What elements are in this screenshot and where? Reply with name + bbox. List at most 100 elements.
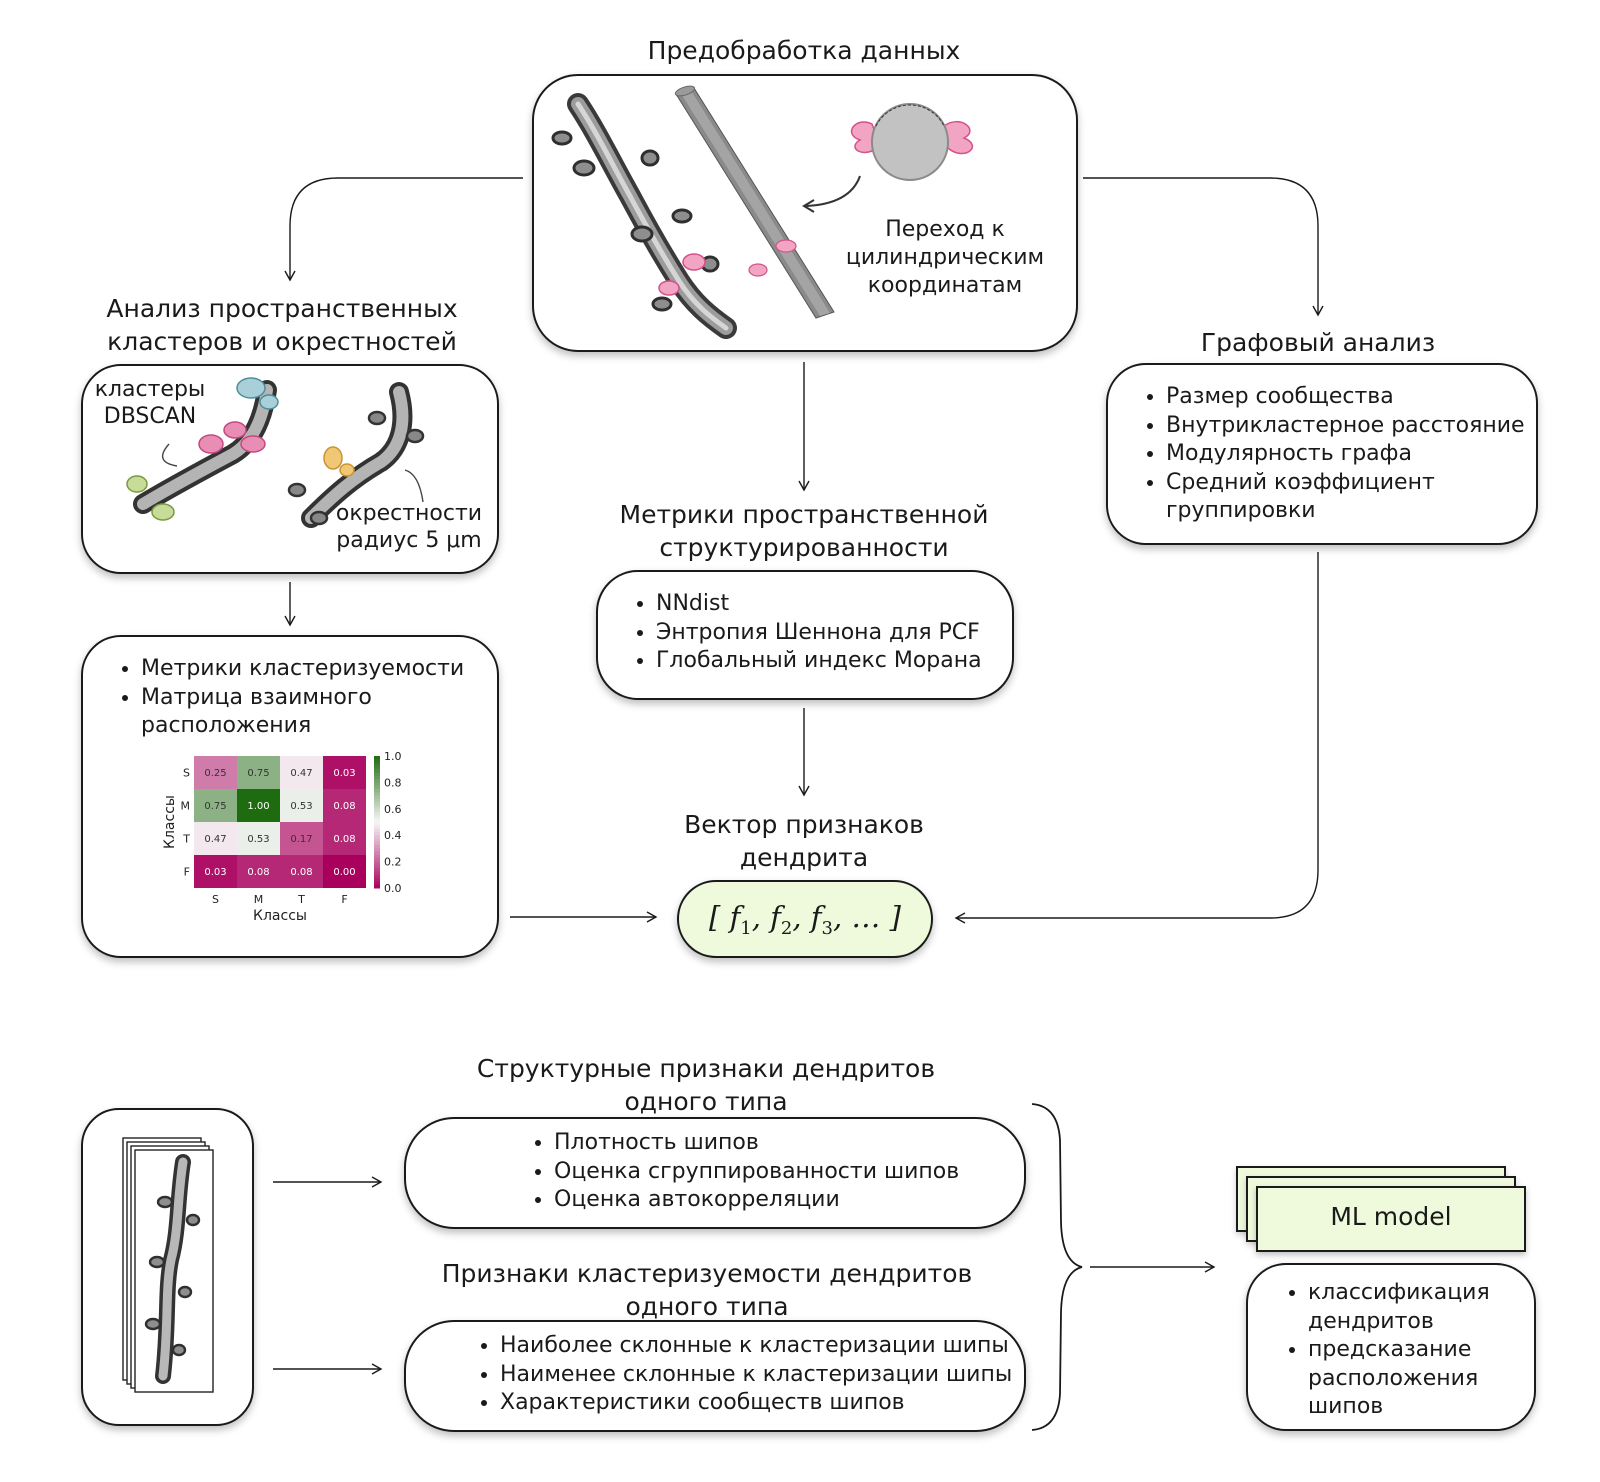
list-item: Энтропия Шеннона для PCF — [656, 619, 1012, 648]
x-tick-label: M — [254, 893, 264, 906]
y-tick-label: S — [183, 767, 190, 780]
neighborhood-label: окрестности радиус 5 μm — [335, 501, 483, 553]
colorbar-segment — [374, 828, 380, 833]
heatmap-cell — [280, 822, 323, 855]
structural-title: Метрики пространственной структурированн… — [619, 500, 989, 562]
group1-title: Структурные признаки дендритов одного ти… — [476, 1054, 936, 1116]
colorbar-segment — [374, 769, 380, 773]
x-tick-label: S — [212, 893, 219, 906]
heatmap-cell — [194, 822, 237, 855]
colorbar-segment — [374, 855, 380, 859]
heatmap-cell-label: 0.47 — [204, 834, 226, 845]
dendrite-illustration — [551, 85, 974, 339]
heatmap-cell — [280, 855, 323, 888]
heatmap-cell — [237, 855, 280, 888]
list-item: Наименее склонные к кластеризации шипы — [500, 1361, 1024, 1390]
list-item: Модулярность графа — [1166, 440, 1536, 469]
list-item: Оценка сгруппированности шипов — [554, 1158, 1024, 1187]
colorbar-segment — [374, 874, 380, 879]
x-tick-label: F — [341, 893, 347, 906]
heatmap-cell — [280, 756, 323, 789]
heatmap-cell-label: 0.03 — [333, 768, 355, 779]
colorbar-segment — [374, 789, 380, 793]
group2-title: Признаки кластеризуемости дендритов одно… — [441, 1259, 973, 1321]
colorbar-segment — [374, 779, 380, 783]
curly-brace — [1031, 1103, 1083, 1431]
x-tick-label: T — [297, 893, 305, 906]
list-item: Внутрикластерное расстояние — [1166, 412, 1536, 441]
heatmap-cell — [323, 789, 366, 822]
y-tick-label: F — [184, 866, 190, 879]
preprocessing-box — [532, 74, 1078, 352]
colorbar-segment — [374, 775, 380, 780]
colorbar-segment — [374, 831, 380, 836]
colorbar-segment — [374, 808, 380, 813]
colorbar-segment — [374, 812, 380, 816]
heatmap-cell-label: 0.08 — [290, 867, 312, 878]
heatmap-cell-label: 0.17 — [290, 834, 312, 845]
cluster-metrics-box: Метрики кластеризуемости Матрица взаимно… — [81, 635, 499, 958]
cross-section-illustration — [850, 103, 974, 181]
colorbar-segment — [374, 762, 380, 767]
cluster-metrics-list: Метрики кластеризуемости Матрица взаимно… — [117, 655, 497, 741]
list-item: Оценка автокорреляции — [554, 1186, 1024, 1215]
heatmap-cell-label: 0.47 — [290, 768, 312, 779]
feature-vector-formula: [ f1, f2, f3, … ] — [709, 900, 901, 939]
arrow-to-vector-from-graph — [954, 552, 1319, 924]
colorbar-segment — [374, 845, 380, 849]
arrow-to-graph — [1083, 177, 1324, 317]
preprocessing-title: Предобработка данных — [647, 36, 961, 65]
heatmap-cell-label: 0.25 — [204, 768, 226, 779]
graph-box: Размер сообщества Внутрикластерное расст… — [1106, 363, 1538, 545]
colorbar-segment — [374, 871, 380, 876]
heatmap-cell-label: 0.53 — [290, 801, 312, 812]
heatmap-cell — [323, 756, 366, 789]
colorbar-tick-label: 0.4 — [384, 829, 402, 842]
colorbar-segment — [374, 785, 380, 790]
model-outputs-list: классификация дендритов предсказание рас… — [1284, 1279, 1534, 1422]
colorbar-segment — [374, 772, 380, 777]
colorbar-segment — [374, 881, 380, 886]
list-item: Плотность шипов — [554, 1129, 1024, 1158]
group2-list: Наиболее склонные к кластеризации шипы Н… — [476, 1332, 1024, 1418]
colorbar-segment — [374, 868, 380, 872]
cylindrical-caption: Переход к цилиндрическим координатам — [845, 217, 1045, 298]
colorbar-tick-label: 0.0 — [384, 882, 402, 895]
colorbar-tick-label: 0.8 — [384, 776, 402, 789]
colorbar-segment — [374, 795, 380, 800]
colorbar-segment — [374, 884, 380, 889]
y-tick-label: M — [181, 800, 191, 813]
heatmap-cell-label: 0.08 — [333, 801, 355, 812]
feature-vector-box: [ f1, f2, f3, … ] — [677, 880, 933, 958]
colorbar-segment — [374, 825, 380, 830]
heatmap-cell — [194, 855, 237, 888]
list-item: классификация дендритов — [1308, 1279, 1534, 1336]
list-item: Метрики кластеризуемости — [141, 655, 497, 684]
colorbar-segment — [374, 848, 380, 853]
colorbar-segment — [374, 765, 380, 770]
list-item: Матрица взаимного расположения — [141, 684, 497, 741]
list-item: Характеристики сообществ шипов — [500, 1389, 1024, 1418]
colorbar-segment — [374, 851, 380, 856]
heatmap-cell-label: 0.00 — [333, 867, 355, 878]
cylinder-illustration — [674, 85, 835, 319]
heatmap-cell — [237, 822, 280, 855]
heatmap-cell-label: 0.03 — [204, 867, 226, 878]
heatmap-cell — [280, 789, 323, 822]
spatial-box: кластеры DBSCAN окрестности радиус 5 μm — [81, 364, 499, 574]
heatmap-cell-label: 0.08 — [247, 867, 269, 878]
list-item: Глобальный индекс Морана — [656, 647, 1012, 676]
heatmap-cell — [237, 756, 280, 789]
colorbar-segment — [374, 858, 380, 863]
colorbar-tick-label: 0.2 — [384, 856, 402, 869]
clusters-illustration — [126, 377, 425, 528]
heatmap-cell — [237, 789, 280, 822]
dendrite-stack-box — [81, 1108, 254, 1426]
group2-box: Наиболее склонные к кластеризации шипы Н… — [404, 1320, 1026, 1432]
heatmap-cell-label: 0.53 — [247, 834, 269, 845]
spatial-title: Анализ пространственных кластеров и окре… — [106, 294, 458, 356]
graph-metrics-list: Размер сообщества Внутрикластерное расст… — [1142, 383, 1536, 526]
heatmap-cell — [323, 822, 366, 855]
